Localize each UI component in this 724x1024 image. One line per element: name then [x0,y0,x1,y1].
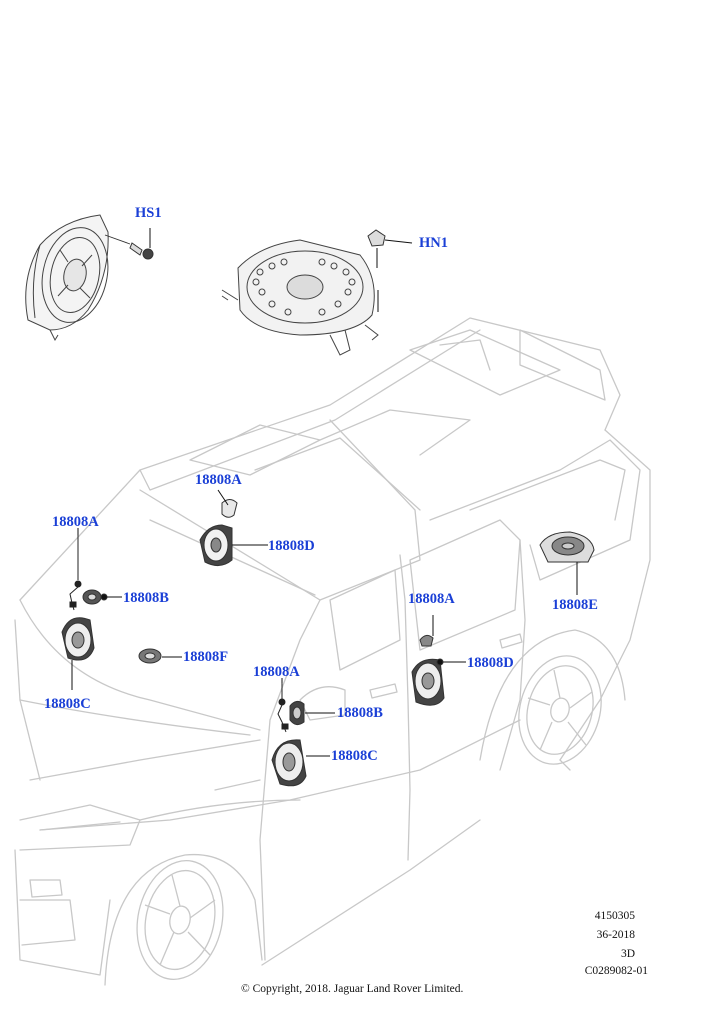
front-left-wire-part [69,535,82,611]
subwoofer-speaker-part [25,214,109,342]
hs1-screw-part [104,228,154,260]
front-door-wire-part [277,683,289,733]
callout-18808a-rear-door[interactable]: 18808A [408,591,455,607]
callout-18808b-front-left[interactable]: 18808B [123,590,169,606]
reference-code: C0289082-01 [584,965,648,977]
dash-tweeter-part [138,648,182,664]
hn1-nut-part [367,229,413,312]
front-left-door-speaker-part [61,617,95,690]
rear-wheel [518,655,602,765]
reference-date: 36-2018 [596,929,635,941]
callout-18808b-front-door[interactable]: 18808B [337,705,383,721]
copyright-notice: © Copyright, 2018. Jaguar Land Rover Lim… [241,983,464,995]
car-body-outline [14,317,651,986]
rear-subwoofer-part [539,531,595,595]
front-door-speaker-part [271,739,330,787]
reference-view: 3D [620,948,635,960]
callout-hn1[interactable]: HN1 [419,235,448,251]
callout-18808a-windshield[interactable]: 18808A [195,472,242,488]
dash-speaker-part [199,524,268,566]
front-door-tweeter-part [289,700,335,726]
callout-18808d-windshield[interactable]: 18808D [268,538,315,554]
rear-door-speaker-part [411,658,466,706]
callout-18808f[interactable]: 18808F [183,649,229,665]
callout-18808e[interactable]: 18808E [552,597,598,613]
leader-lines [77,528,283,683]
callout-hs1[interactable]: HS1 [135,205,162,221]
front-left-tweeter-part [82,589,122,605]
callout-18808c-front-door[interactable]: 18808C [331,748,378,764]
front-wheel [136,860,224,980]
centre-speaker-part [221,239,379,356]
reference-number: 4150305 [594,910,635,922]
callout-18808d-rear-door[interactable]: 18808D [467,655,514,671]
rear-door-clip-part [419,615,434,647]
callout-18808a-front-door[interactable]: 18808A [253,664,300,680]
windshield-clip-part [217,489,238,518]
callout-18808c-front-left[interactable]: 18808C [44,696,91,712]
callout-18808a-front-left[interactable]: 18808A [52,514,99,530]
